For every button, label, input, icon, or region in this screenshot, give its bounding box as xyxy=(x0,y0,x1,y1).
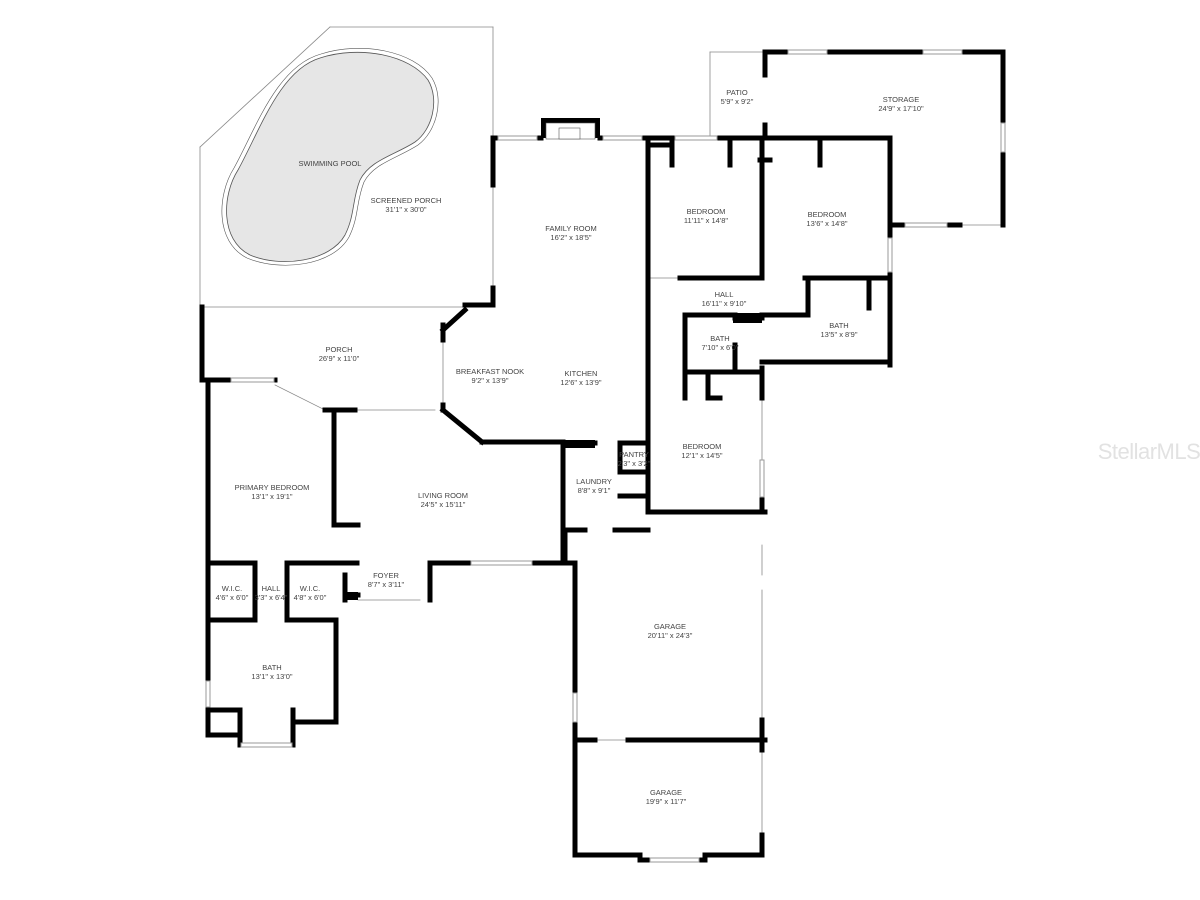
room-label-kitchen: KITCHEN xyxy=(565,369,598,378)
room-label-bedroom-1: BEDROOM xyxy=(687,207,726,216)
room-label-wic-1: W.I.C. xyxy=(222,584,242,593)
wall xyxy=(439,306,469,334)
room-label-garage-2: GARAGE xyxy=(650,788,682,797)
watermark-logo: StellarMLS xyxy=(1098,439,1200,464)
room-size-breakfast-nook: 9'2" x 13'9" xyxy=(472,376,509,385)
room-size-hall-1: 16'11" x 9'10" xyxy=(702,299,747,308)
room-label-bath-2: BATH xyxy=(829,321,848,330)
room-size-storage: 24'9" x 17'10" xyxy=(878,104,924,113)
room-label-wic-2: W.I.C. xyxy=(300,584,320,593)
room-size-bedroom-3: 12'1" x 14'5" xyxy=(681,451,722,460)
room-label-bedroom-2: BEDROOM xyxy=(808,210,847,219)
room-label-garage-1: GARAGE xyxy=(654,622,686,631)
room-size-wic-2: 4'8" x 6'0" xyxy=(294,593,327,602)
room-size-laundry: 8'8" x 9'1" xyxy=(578,486,611,495)
room-size-hall-2: 3'3" x 6'4" xyxy=(255,593,288,602)
room-size-bath-2: 13'5" x 8'9" xyxy=(821,330,858,339)
fireplace-icon xyxy=(541,118,600,140)
room-size-garage-2: 19'9" x 11'7" xyxy=(646,797,687,806)
screen-line xyxy=(199,26,331,148)
room-label-hall-1: HALL xyxy=(715,290,734,299)
room-label-patio: PATIO xyxy=(726,88,748,97)
room-size-porch: 26'9" x 11'0" xyxy=(319,354,360,363)
room-size-wic-1: 4'6" x 6'0" xyxy=(216,593,249,602)
wall-block xyxy=(565,440,595,448)
swimming-pool xyxy=(226,51,435,262)
room-label-primary-bedroom: PRIMARY BEDROOM xyxy=(235,483,310,492)
room-label-screened-porch: SCREENED PORCH xyxy=(371,196,442,205)
walls xyxy=(199,49,1006,863)
room-size-bedroom-2: 13'6" x 14'8" xyxy=(806,219,847,228)
swimming-pool-edge xyxy=(221,48,439,266)
room-size-patio: 5'9" x 9'2" xyxy=(721,97,754,106)
room-size-foyer: 8'7" x 3'11" xyxy=(368,580,405,589)
room-size-family-room: 16'2" x 18'5" xyxy=(550,233,591,242)
room-label-bedroom-3: BEDROOM xyxy=(683,442,722,451)
room-label-storage: STORAGE xyxy=(883,95,920,104)
room-size-pantry: 2'3" x 3'2" xyxy=(618,459,651,468)
screen-line xyxy=(274,384,326,411)
room-label-pantry: PANTRY xyxy=(619,450,649,459)
windows xyxy=(205,49,1006,863)
wall-block xyxy=(733,313,762,323)
room-label-living-room: LIVING ROOM xyxy=(418,491,468,500)
room-label-breakfast-nook: BREAKFAST NOOK xyxy=(456,367,524,376)
room-label-porch: PORCH xyxy=(325,345,352,354)
room-label-swimming-pool: SWIMMING POOL xyxy=(299,159,362,168)
room-size-primary-bedroom: 13'1" x 19'1" xyxy=(251,492,292,501)
room-size-bedroom-1: 11'11" x 14'8" xyxy=(684,216,729,225)
room-label-hall-2: HALL xyxy=(262,584,281,593)
room-label-foyer: FOYER xyxy=(373,571,399,580)
room-label-family-room: FAMILY ROOM xyxy=(545,224,596,233)
room-size-primary-bath: 13'1" x 13'0" xyxy=(251,672,292,681)
room-labels: SWIMMING POOL SCREENED PORCH 31'1" x 30'… xyxy=(216,88,924,806)
room-size-kitchen: 12'6" x 13'9" xyxy=(560,378,601,387)
room-size-garage-1: 20'11" x 24'3" xyxy=(648,631,693,640)
screen-and-open-lines xyxy=(199,26,1004,836)
room-label-primary-bath: BATH xyxy=(262,663,281,672)
room-size-screened-porch: 31'1" x 30'0" xyxy=(385,205,426,214)
wall-block xyxy=(345,592,358,600)
room-size-living-room: 24'5" x 15'11" xyxy=(421,500,466,509)
room-label-laundry: LAUNDRY xyxy=(576,477,612,486)
room-label-bath-1: BATH xyxy=(710,334,729,343)
wall xyxy=(439,406,486,446)
room-size-bath-1: 7'10" x 6'0" xyxy=(702,343,739,352)
